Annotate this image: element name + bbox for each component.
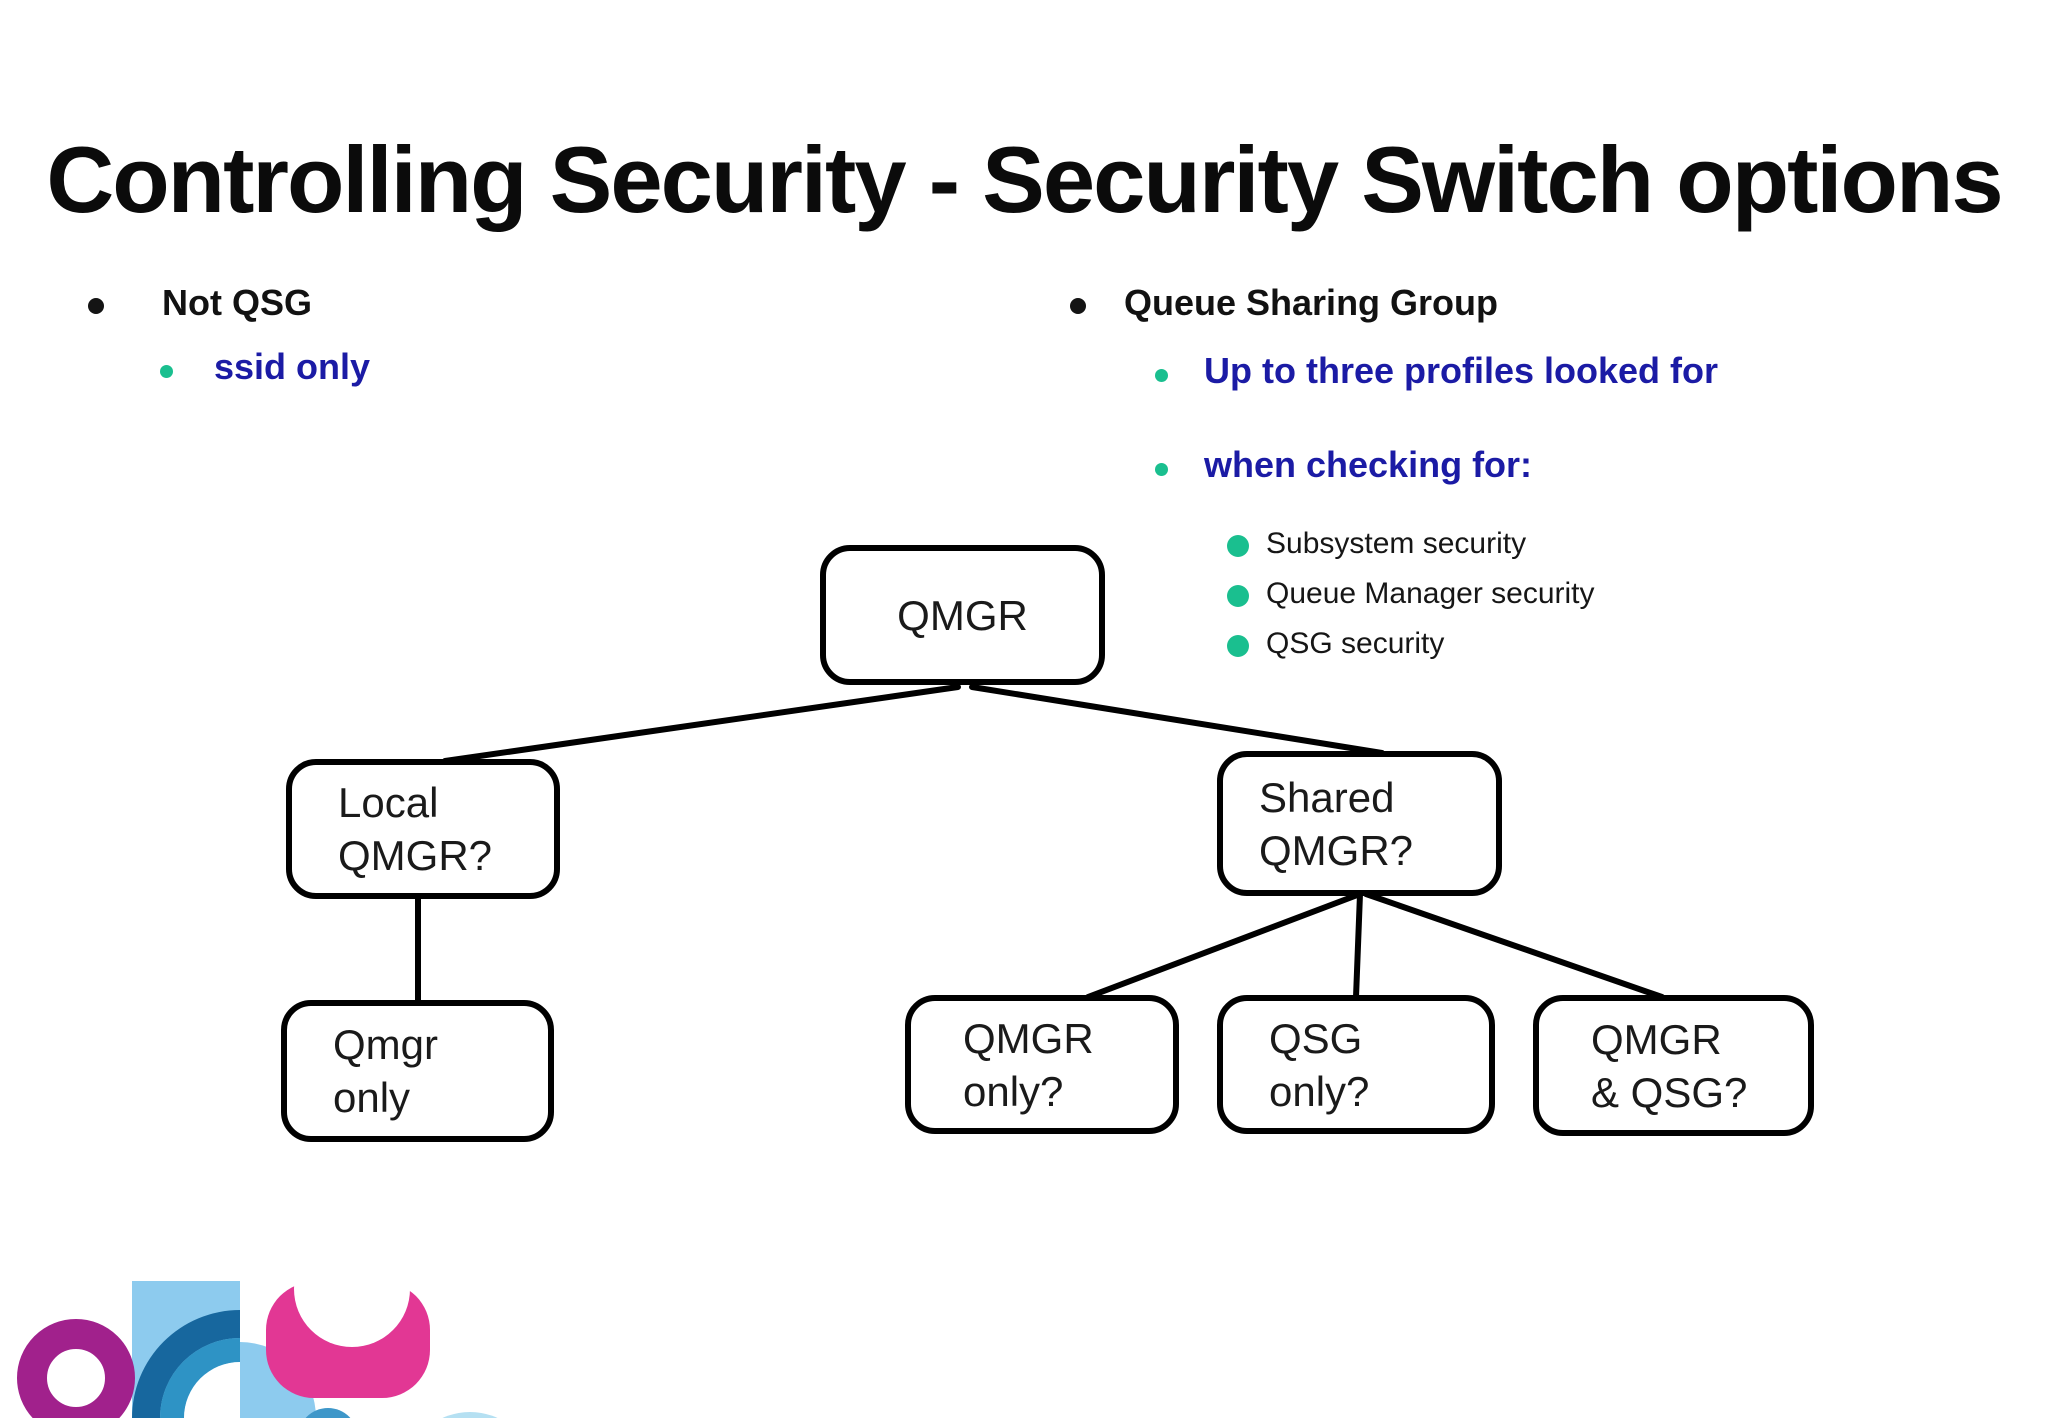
- bullet-icon: [1227, 535, 1249, 557]
- flowchart-node-qmgr-and-qsg: QMGR & QSG?: [1533, 995, 1814, 1136]
- logo-pink-smile-cut: [294, 1231, 410, 1347]
- bullet-icon: [88, 298, 104, 314]
- bullet-icon: [1155, 463, 1168, 476]
- flowchart-node-qsg-only: QSG only?: [1217, 995, 1495, 1134]
- flowchart-node-qmgr: QMGR: [820, 545, 1105, 685]
- up-to-three-profiles-item: Up to three profiles looked for: [1204, 350, 1719, 391]
- logo-magenta-ring: [17, 1319, 135, 1418]
- logo-pale-ellipse: [442, 1412, 498, 1418]
- flowchart-node-local-qmgr: Local QMGR?: [286, 759, 560, 899]
- bullet-icon: [1070, 298, 1086, 314]
- flowchart-node-qmgr-only-q: QMGR only?: [905, 995, 1179, 1134]
- logo-arc-outer: [132, 1310, 240, 1418]
- bullet-icon: [1227, 635, 1249, 657]
- bullet-icon: [160, 365, 173, 378]
- not-qsg-heading: Not QSG: [162, 282, 312, 323]
- flowchart-node-shared-qmgr: Shared QMGR?: [1217, 751, 1502, 896]
- ssid-only-item: ssid only: [214, 346, 371, 387]
- logo-white-quarter: [184, 1362, 240, 1418]
- logo-small-circle: [305, 1408, 351, 1418]
- conference-logo: [17, 1231, 498, 1418]
- checklist-item: Subsystem security: [1266, 527, 1527, 560]
- bullet-icon: [1227, 585, 1249, 607]
- slide-title: Controlling Security - Security Switch o…: [46, 127, 2003, 232]
- bullet-icon: [1155, 369, 1168, 382]
- queue-sharing-group-heading: Queue Sharing Group: [1124, 282, 1499, 323]
- checklist-item: QSG security: [1266, 627, 1445, 660]
- logo-arc-inner: [160, 1338, 240, 1418]
- checklist-item: Queue Manager security: [1266, 577, 1595, 610]
- when-checking-for-item: when checking for:: [1204, 444, 1533, 485]
- flowchart-node-qmgr-only: Qmgr only: [281, 1000, 554, 1142]
